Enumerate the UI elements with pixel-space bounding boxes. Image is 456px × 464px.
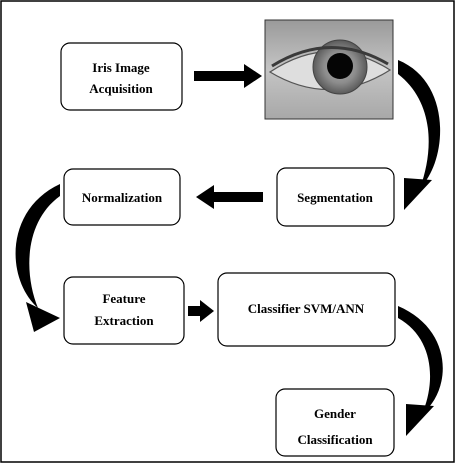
node-label: Classification (297, 432, 373, 447)
node-label: Segmentation (297, 190, 374, 205)
node-label: Classifier SVM/ANN (248, 301, 365, 316)
node-label: Acquisition (89, 81, 153, 96)
node-segmentation: Segmentation (277, 168, 394, 226)
node-label: Normalization (82, 190, 163, 205)
node-label: Gender (314, 406, 356, 421)
node-label: Extraction (94, 313, 154, 328)
node-label: Iris Image (92, 60, 150, 75)
node-gender-classification: Gender Classification (276, 389, 394, 456)
node-iris-image (265, 20, 393, 119)
node-label: Feature (102, 291, 145, 306)
node-feature-extraction: Feature Extraction (64, 277, 184, 344)
node-box (61, 43, 182, 110)
pupil-circle (327, 53, 353, 79)
node-normalization: Normalization (64, 169, 180, 225)
node-box (64, 277, 184, 344)
node-iris-acquisition: Iris Image Acquisition (61, 43, 182, 110)
node-classifier: Classifier SVM/ANN (218, 273, 395, 346)
